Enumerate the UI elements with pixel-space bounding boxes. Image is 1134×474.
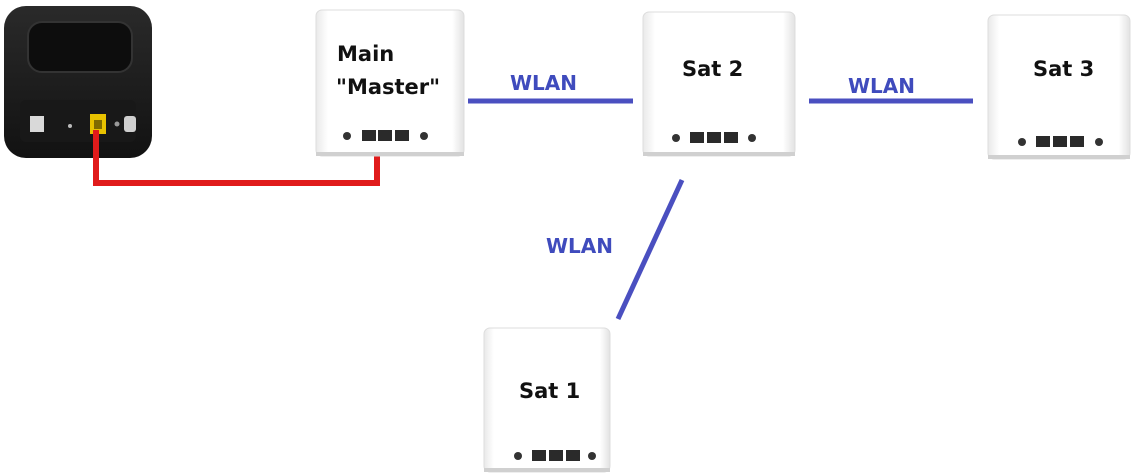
router-sat2: [642, 11, 796, 157]
modem-phone-port: [30, 116, 44, 132]
wlan-label-sat2-sat1: WLAN: [546, 234, 613, 258]
wlan-label-sat2-sat3: WLAN: [848, 74, 915, 98]
router-sat3: [987, 14, 1131, 160]
sat2-label: Sat 2: [682, 57, 743, 81]
ethernet-cable: [93, 130, 380, 186]
router-sat1-ports: [514, 450, 596, 461]
sat3-label: Sat 3: [1033, 57, 1094, 81]
main-label-line2: "Master": [336, 75, 440, 99]
router-main-ports: [343, 130, 428, 141]
wlan-link-sat2-sat1: [615, 178, 685, 321]
router-sat2-ports: [672, 132, 756, 143]
wlan-label-main-sat2: WLAN: [510, 71, 577, 95]
router-sat1: [483, 327, 611, 473]
sat1-label: Sat 1: [519, 379, 580, 403]
router-sat3-ports: [1018, 136, 1103, 147]
modem-device: [4, 6, 152, 158]
router-main: [315, 9, 465, 157]
main-label-line1: Main: [337, 42, 394, 66]
